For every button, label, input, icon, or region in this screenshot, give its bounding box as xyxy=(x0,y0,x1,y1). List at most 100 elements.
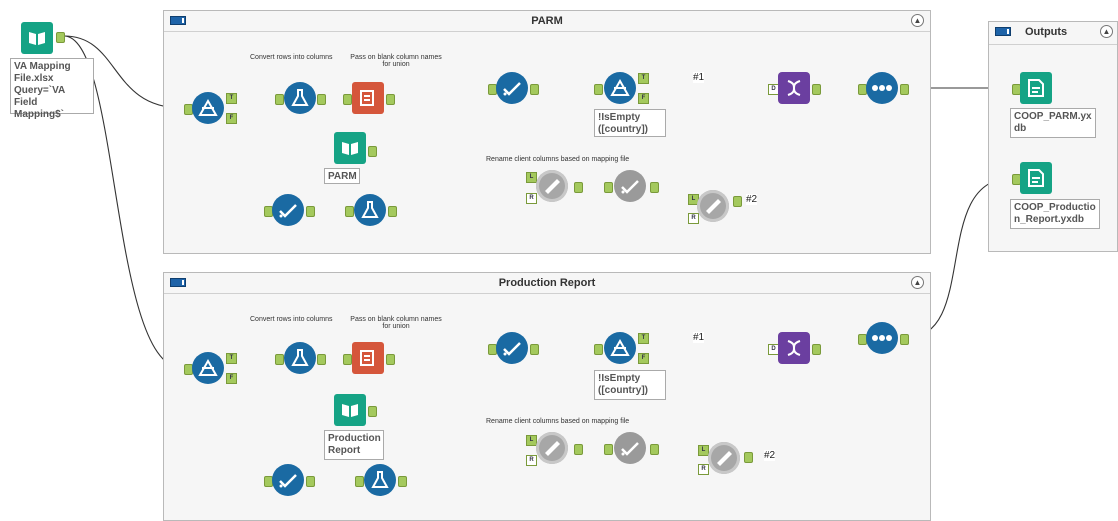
output-anchor[interactable] xyxy=(574,182,583,193)
block-until-done-tool[interactable] xyxy=(866,322,898,354)
select-tool[interactable] xyxy=(272,194,304,226)
input-anchor[interactable] xyxy=(275,354,284,365)
crosstab-tool[interactable] xyxy=(354,194,386,226)
output-anchor[interactable] xyxy=(900,334,909,345)
false-anchor[interactable]: F xyxy=(638,93,649,104)
rename-icon xyxy=(706,199,721,214)
right-anchor[interactable]: R xyxy=(526,455,537,466)
false-anchor[interactable]: F xyxy=(226,113,237,124)
output-data-tool[interactable] xyxy=(1020,162,1052,194)
select-tool[interactable] xyxy=(496,332,528,364)
false-anchor[interactable]: F xyxy=(638,353,649,364)
right-anchor[interactable]: R xyxy=(698,464,709,475)
chevron-up-icon[interactable]: ▲ xyxy=(911,14,924,27)
output-anchor[interactable] xyxy=(574,444,583,455)
dynamic-rename-tool[interactable] xyxy=(697,190,729,222)
input-anchor[interactable] xyxy=(594,344,603,355)
formula-icon xyxy=(360,90,374,106)
output-anchor[interactable] xyxy=(650,444,659,455)
output-anchor[interactable] xyxy=(812,84,821,95)
document-icon xyxy=(1028,79,1044,97)
output-anchor[interactable] xyxy=(317,354,326,365)
select-tool[interactable] xyxy=(614,432,646,464)
filter-tool[interactable] xyxy=(604,332,636,364)
select-tool[interactable] xyxy=(272,464,304,496)
output-anchor[interactable] xyxy=(812,344,821,355)
rename-icon xyxy=(717,451,732,466)
container-header[interactable]: PARM ▲ xyxy=(164,11,930,32)
output-anchor[interactable] xyxy=(306,476,315,487)
output-anchor[interactable] xyxy=(368,146,377,157)
filter-tool[interactable] xyxy=(604,72,636,104)
input-data-tool[interactable] xyxy=(21,22,53,54)
container-header[interactable]: Outputs ▲ xyxy=(989,22,1117,45)
container-title: Production Report xyxy=(498,277,596,289)
output-anchor[interactable] xyxy=(744,452,753,463)
check-icon xyxy=(621,442,639,456)
crosstab-tool[interactable] xyxy=(284,342,316,374)
select-tool[interactable] xyxy=(496,72,528,104)
input-anchor[interactable] xyxy=(345,206,354,217)
input-anchor[interactable] xyxy=(604,444,613,455)
input-anchor[interactable] xyxy=(343,94,352,105)
output-anchor[interactable] xyxy=(398,476,407,487)
chevron-up-icon[interactable]: ▲ xyxy=(911,276,924,289)
true-anchor[interactable]: T xyxy=(638,73,649,84)
flask-icon xyxy=(291,89,309,106)
select-tool[interactable] xyxy=(614,170,646,202)
output-anchor[interactable] xyxy=(733,196,742,207)
input-data-tool[interactable] xyxy=(334,394,366,426)
input-anchor[interactable] xyxy=(594,84,603,95)
input-anchor[interactable] xyxy=(355,476,364,487)
rename-icon xyxy=(545,179,560,194)
output-anchor[interactable] xyxy=(56,32,65,43)
output-annotation: COOP_PARM.yxdb xyxy=(1010,108,1096,138)
dynamic-rename-tool[interactable] xyxy=(708,442,740,474)
tool-annotation: Convert rows into columns xyxy=(250,316,333,323)
output-anchor[interactable] xyxy=(388,206,397,217)
true-anchor[interactable]: T xyxy=(226,353,237,364)
crosstab-tool[interactable] xyxy=(364,464,396,496)
book-icon xyxy=(29,32,45,45)
dynamic-rename-tool[interactable] xyxy=(536,432,568,464)
output-anchor[interactable] xyxy=(530,84,539,95)
output-anchor[interactable] xyxy=(317,94,326,105)
output-data-tool[interactable] xyxy=(1020,72,1052,104)
input-anchor[interactable] xyxy=(343,354,352,365)
union-tool[interactable] xyxy=(778,332,810,364)
output-anchor[interactable] xyxy=(306,206,315,217)
book-icon xyxy=(342,142,358,155)
filter-tool[interactable] xyxy=(192,352,224,384)
output-anchor[interactable] xyxy=(900,84,909,95)
container-production-report[interactable]: Production Report ▲ xyxy=(163,272,931,521)
output-anchor[interactable] xyxy=(386,94,395,105)
crosstab-tool[interactable] xyxy=(284,82,316,114)
tool-annotation: Convert rows into columns xyxy=(250,54,333,61)
formula-tool[interactable] xyxy=(352,342,384,374)
dynamic-rename-tool[interactable] xyxy=(536,170,568,202)
right-anchor[interactable]: R xyxy=(526,193,537,204)
output-anchor[interactable] xyxy=(386,354,395,365)
chevron-up-icon[interactable]: ▲ xyxy=(1100,25,1113,38)
container-icon xyxy=(170,278,186,287)
false-anchor[interactable]: F xyxy=(226,373,237,384)
true-anchor[interactable]: T xyxy=(226,93,237,104)
union-tool[interactable] xyxy=(778,72,810,104)
filter-tool[interactable] xyxy=(192,92,224,124)
block-until-done-tool[interactable] xyxy=(866,72,898,104)
true-anchor[interactable]: T xyxy=(638,333,649,344)
flask-icon xyxy=(371,471,389,488)
container-header[interactable]: Production Report ▲ xyxy=(164,273,930,294)
output-anchor[interactable] xyxy=(368,406,377,417)
output-anchor[interactable] xyxy=(530,344,539,355)
right-anchor[interactable]: R xyxy=(688,213,699,224)
input-anchor[interactable] xyxy=(604,182,613,193)
input-data-tool[interactable] xyxy=(334,132,366,164)
filter-icon xyxy=(610,339,630,356)
input-anchor[interactable] xyxy=(275,94,284,105)
output-anchor[interactable] xyxy=(650,182,659,193)
left-anchor[interactable]: L xyxy=(526,172,537,183)
filter-icon xyxy=(198,99,218,116)
formula-tool[interactable] xyxy=(352,82,384,114)
container-title: Outputs xyxy=(1025,26,1068,38)
